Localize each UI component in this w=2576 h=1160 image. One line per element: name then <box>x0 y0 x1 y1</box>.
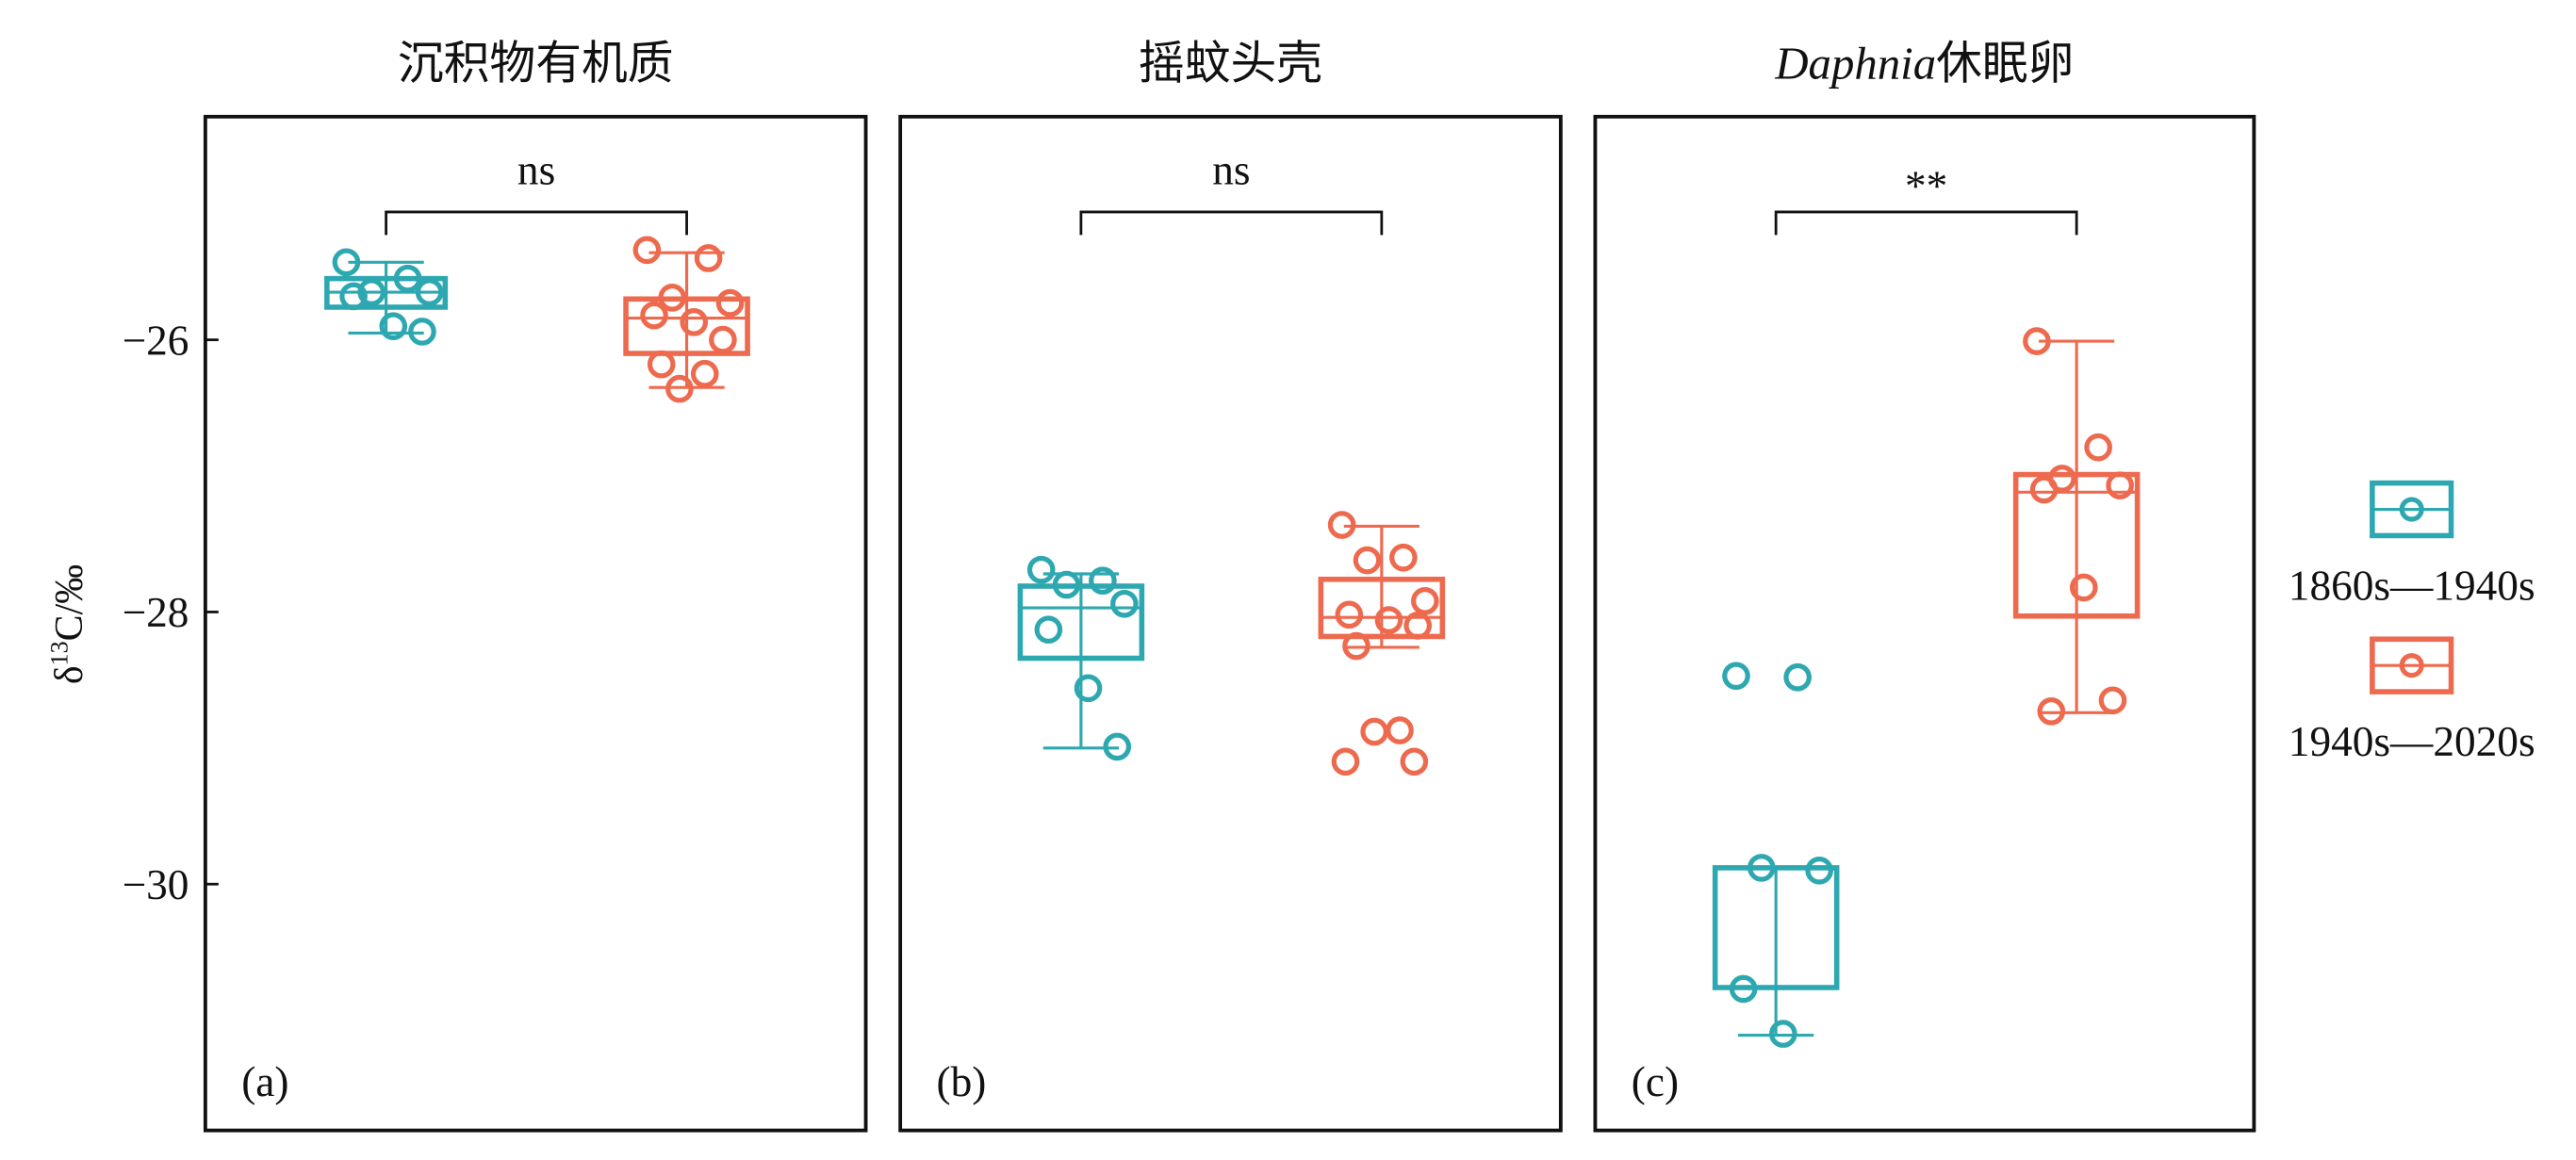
data-point <box>415 278 444 306</box>
data-point <box>665 374 694 403</box>
significance-bracket <box>1774 210 2078 236</box>
box-group-late <box>623 236 750 403</box>
data-point <box>709 325 737 354</box>
data-point <box>694 244 723 272</box>
data-point <box>1722 662 1750 691</box>
data-point <box>408 318 436 346</box>
y-axis-label-unit: C/‰ <box>48 564 91 641</box>
data-point <box>1411 587 1439 615</box>
panels-layer: 沉积物有机质 (a) ns 摇蚊头壳 (b) ns Daphnia休眠卵 (c) ** <box>203 39 2256 1133</box>
legend-swatch-point <box>2399 653 2424 678</box>
data-point <box>1386 716 1414 744</box>
box-group-early <box>1712 662 1840 1048</box>
data-point <box>1327 511 1356 539</box>
data-point <box>680 308 709 336</box>
panel-label: (a) <box>241 1058 288 1105</box>
significance-label: ** <box>1905 163 1947 210</box>
data-point <box>2029 475 2059 504</box>
y-axis-label: δ13C/‰ <box>45 564 91 684</box>
panel-frame <box>1593 114 2256 1133</box>
box-iqr <box>1017 583 1145 662</box>
panel-title-text: 沉积物有机质 <box>398 39 674 90</box>
box-group-early <box>1017 555 1145 761</box>
panel-title: Daphnia休眠卵 <box>1774 39 2074 90</box>
data-point <box>2037 697 2066 726</box>
legend-label: 1860s—1940s <box>2289 562 2535 609</box>
data-point <box>1110 589 1139 618</box>
y-axis: δ13C/‰ −26 −28 −30 <box>45 317 219 908</box>
data-point <box>1360 717 1388 746</box>
significance-label: ns <box>517 146 555 193</box>
box-group-late <box>2012 327 2141 726</box>
panel-b: 摇蚊头壳 (b) ns <box>898 39 1563 1133</box>
data-point <box>2023 327 2051 355</box>
data-point <box>1374 606 1403 634</box>
data-point <box>1353 546 1382 575</box>
data-point <box>1335 600 1364 629</box>
data-point <box>647 350 676 379</box>
data-point <box>1103 732 1132 761</box>
significance-bracket <box>1079 210 1384 236</box>
y-tick-label: −30 <box>123 861 189 908</box>
panel-a: 沉积物有机质 (a) ns <box>203 39 868 1133</box>
data-point <box>1769 1020 1797 1048</box>
data-point <box>2098 686 2127 715</box>
data-point <box>1052 570 1081 599</box>
panel-title-text: 休眠卵 <box>1936 39 2074 90</box>
data-point <box>1400 747 1429 776</box>
panel-title: 摇蚊头壳 <box>1139 39 1322 90</box>
legend-item: 1940s—2020s <box>2289 636 2535 765</box>
box-group-early <box>324 248 449 346</box>
panel-frame <box>898 114 1563 1133</box>
data-point <box>339 282 368 311</box>
data-point <box>632 236 662 265</box>
box-iqr <box>1318 576 1446 640</box>
box-iqr <box>2012 471 2141 619</box>
box-group-late <box>1318 511 1446 776</box>
panel-c: Daphnia休眠卵 (c) ** <box>1593 39 2256 1133</box>
legend: 1860s—1940s 1940s—2020s <box>2289 480 2535 765</box>
significance-bracket <box>385 210 688 236</box>
data-point <box>1034 615 1063 645</box>
significance-label: ns <box>1212 146 1250 193</box>
y-axis-label-symbol: δ <box>48 665 91 684</box>
data-point <box>640 301 668 330</box>
panel-label: (b) <box>937 1058 987 1105</box>
data-point <box>393 264 422 293</box>
panel-title-italic: Daphnia <box>1774 39 1936 90</box>
box-iqr <box>623 296 750 356</box>
data-point <box>1331 747 1360 776</box>
data-point <box>1074 674 1103 703</box>
data-point <box>357 278 386 306</box>
data-point <box>1389 543 1418 572</box>
data-point <box>1729 974 1758 1004</box>
y-tick-label: −26 <box>123 317 189 364</box>
data-point <box>1089 566 1117 596</box>
y-axis-label-superscript: 13 <box>45 641 73 665</box>
data-point <box>2084 433 2112 462</box>
panel-title-text: 摇蚊头壳 <box>1139 39 1322 90</box>
y-tick-label: −28 <box>123 589 189 636</box>
data-point <box>332 248 361 277</box>
legend-swatch-point <box>2399 497 2424 522</box>
data-point <box>1783 662 1812 692</box>
data-point <box>690 359 719 388</box>
data-point <box>2106 471 2134 499</box>
data-point <box>1342 631 1370 661</box>
data-point <box>658 284 687 312</box>
panel-title: 沉积物有机质 <box>398 39 674 90</box>
data-point <box>1403 612 1433 640</box>
data-point <box>379 312 408 341</box>
legend-item: 1860s—1940s <box>2289 480 2535 609</box>
panel-label: (c) <box>1632 1058 1679 1105</box>
data-point <box>1026 555 1056 584</box>
data-point <box>1747 854 1776 882</box>
legend-label: 1940s—2020s <box>2289 718 2535 765</box>
data-point <box>715 288 745 318</box>
data-point <box>2069 573 2098 602</box>
panel-frame <box>203 114 868 1133</box>
data-point <box>1805 856 1833 885</box>
